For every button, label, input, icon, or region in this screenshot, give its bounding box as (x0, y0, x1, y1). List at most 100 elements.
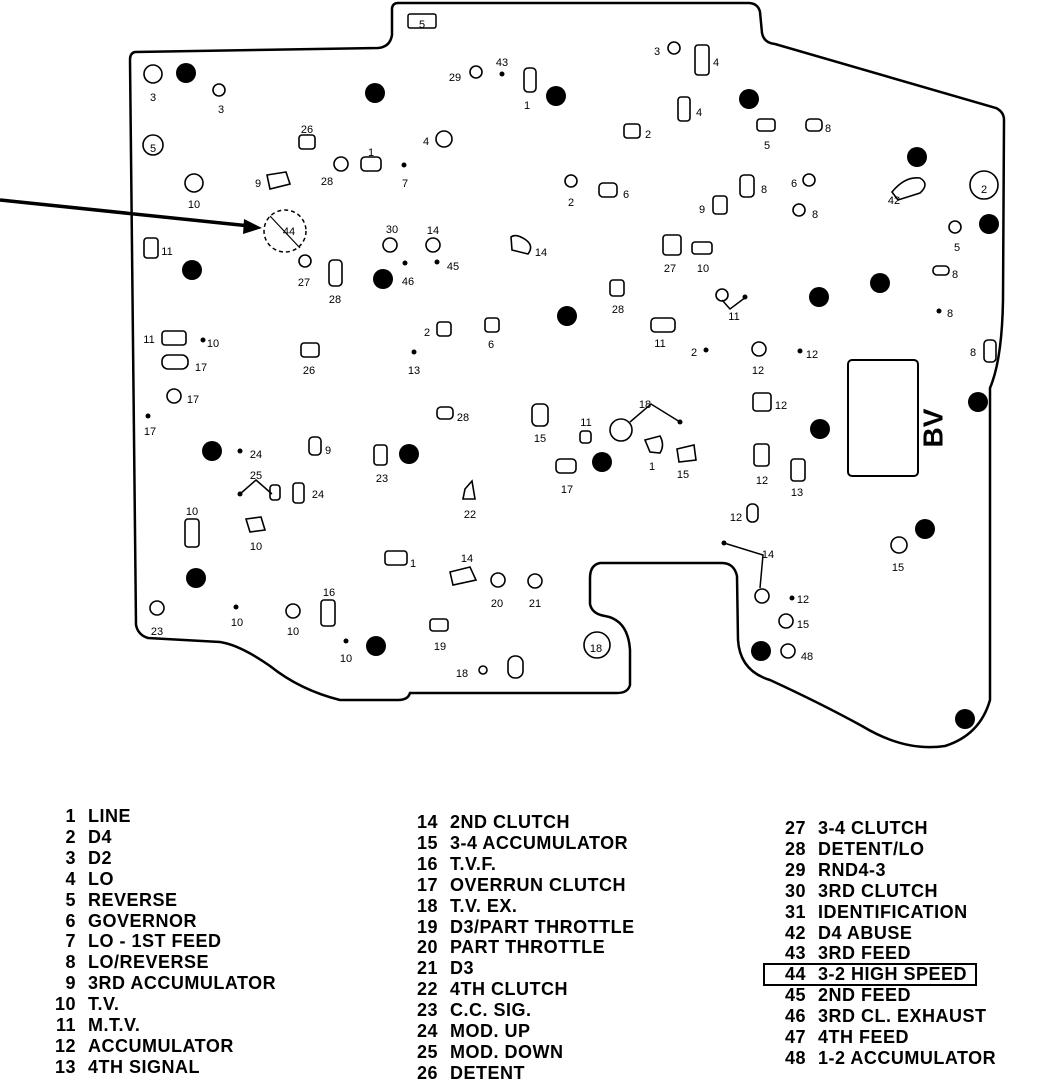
legend-label: OVERRUN CLUTCH (450, 874, 626, 895)
legend-number: 15 (416, 832, 438, 853)
port-label: 12 (730, 512, 742, 524)
legend-label: MOD. UP (450, 1021, 531, 1042)
legend-number: 24 (416, 1021, 438, 1042)
port-label: 21 (529, 598, 541, 610)
legend-label: MOD. DOWN (450, 1041, 564, 1062)
port-label: 18 (590, 643, 602, 655)
legend-label: T.V. (88, 994, 120, 1015)
legend-number: 23 (416, 1000, 438, 1021)
port-label: 18 (639, 399, 651, 411)
port-label: 17 (187, 394, 199, 406)
port-label: 12 (797, 594, 809, 606)
legend-number: 26 (416, 1062, 438, 1083)
legend-number: 4 (65, 868, 76, 889)
port-label: 10 (207, 338, 219, 350)
port-label: 29 (449, 72, 461, 84)
port-label: 9 (699, 204, 705, 216)
port-label: 13 (791, 487, 803, 499)
legend-number: 28 (784, 838, 806, 859)
legend-label: LO (88, 868, 114, 889)
port-label: 6 (488, 339, 494, 351)
legend-label: C.C. SIG. (450, 1000, 532, 1021)
pointer-arrowhead (243, 219, 262, 234)
port-label: 42 (888, 195, 900, 207)
legend-number: 45 (784, 985, 806, 1006)
port-label: 24 (250, 449, 262, 461)
legend-number: 13 (54, 1056, 76, 1077)
port-label: 11 (143, 334, 154, 346)
legend-number: 22 (416, 979, 438, 1000)
port-label: 2 (424, 327, 430, 339)
port-label: 48 (801, 651, 813, 663)
legend-label: PART THROTTLE (450, 937, 606, 958)
legend-label: D4 ABUSE (818, 922, 913, 943)
legend-label: D3/PART THROTTLE (450, 916, 635, 937)
port-label: 23 (376, 473, 388, 485)
port-label: 4 (423, 136, 429, 148)
legend-number: 27 (784, 818, 806, 838)
legend-label: 3RD FEED (818, 943, 912, 964)
port-label: 15 (534, 433, 546, 445)
port-label: 11 (580, 417, 591, 429)
highlight-slash (269, 215, 301, 249)
legend-label: GOVERNOR (88, 910, 198, 931)
port-label: 2 (981, 184, 987, 196)
legend-number: 20 (416, 937, 438, 958)
legend-label: 1-2 ACCUMULATOR (818, 1047, 997, 1068)
legend-number: 19 (416, 916, 438, 937)
port-label: 12 (775, 400, 787, 412)
legend-label: 3RD CL. EXHAUST (818, 1006, 987, 1027)
legend-number: 29 (784, 859, 806, 880)
port-label: 5 (764, 140, 770, 152)
plate-outline (128, 1, 1006, 749)
legend-label: 4TH FEED (818, 1027, 910, 1048)
legend-item: 24 MOD. UP (402, 1021, 635, 1042)
port-label: 14 (535, 247, 547, 259)
port-label: 2 (645, 129, 651, 141)
port-label: 23 (151, 626, 163, 638)
legend-label: 3-4 CLUTCH (818, 818, 929, 838)
port-label: 24 (312, 489, 324, 501)
port-label: 15 (677, 469, 689, 481)
legend-number: 8 (65, 952, 76, 973)
legend-number: 31 (784, 901, 806, 922)
legend-label: 4TH CLUTCH (450, 979, 568, 1000)
port-label: 28 (329, 294, 341, 306)
legend-number: 48 (784, 1047, 806, 1068)
port-label: 4 (696, 107, 702, 119)
port-label: 10 (697, 263, 709, 275)
legend-item: 25 MOD. DOWN (402, 1042, 635, 1063)
port-label: 8 (952, 269, 958, 281)
legend-number: 3 (65, 847, 76, 868)
legend-number: 1 (65, 806, 76, 826)
port-label: 28 (321, 176, 333, 188)
port-label: 12 (806, 349, 818, 361)
port-label: 12 (756, 475, 768, 487)
port-label: 15 (892, 562, 904, 574)
irregular-ports (244, 171, 926, 586)
port-label: 43 (496, 57, 508, 69)
open-ports (142, 41, 999, 675)
port-label: 3 (150, 92, 156, 104)
lever-ends (237, 419, 727, 546)
legend-number: 14 (416, 812, 438, 832)
port-label: 46 (402, 276, 414, 288)
legend-number: 25 (416, 1041, 438, 1062)
legend-number: 30 (784, 880, 806, 901)
port-label: 2 (568, 197, 574, 209)
